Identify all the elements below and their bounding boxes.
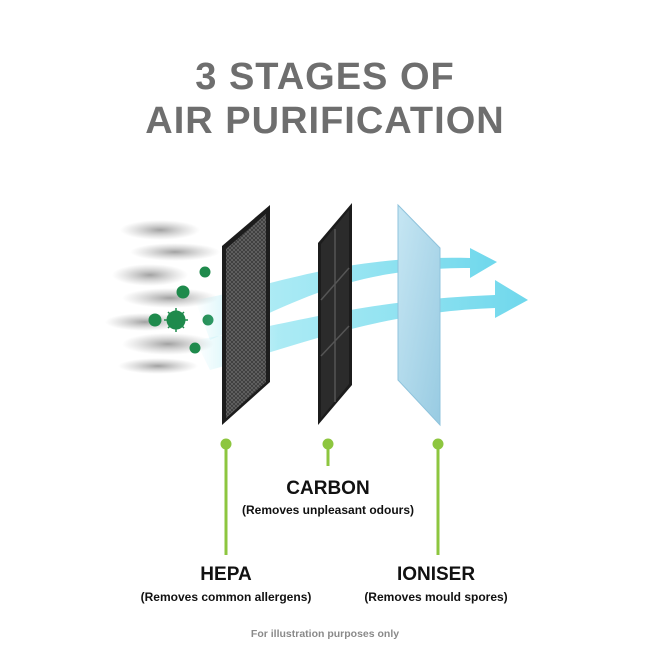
page-title-line2: AIR PURIFICATION [145, 100, 505, 142]
ioniser-panel [397, 203, 441, 427]
ioniser-label: IONISER [396, 564, 476, 585]
carbon-description: (Removes unpleasant odours) [241, 503, 415, 517]
ioniser-description: (Removes mould spores) [364, 590, 508, 604]
hepa-description: (Removes common allergens) [140, 590, 312, 604]
ioniser-indicator-dot [432, 438, 444, 450]
hepa-indicator-dot [220, 438, 232, 450]
carbon-label: CARBON [286, 478, 370, 499]
hepa-filter [222, 205, 270, 425]
carbon-filter [318, 203, 352, 425]
hepa-label: HEPA [200, 564, 252, 585]
page-title-line1: 3 STAGES OF [195, 56, 455, 98]
illustration-footnote: For illustration purposes only [250, 628, 400, 640]
smoke-icon [105, 220, 220, 374]
carbon-indicator-dot [322, 438, 334, 450]
